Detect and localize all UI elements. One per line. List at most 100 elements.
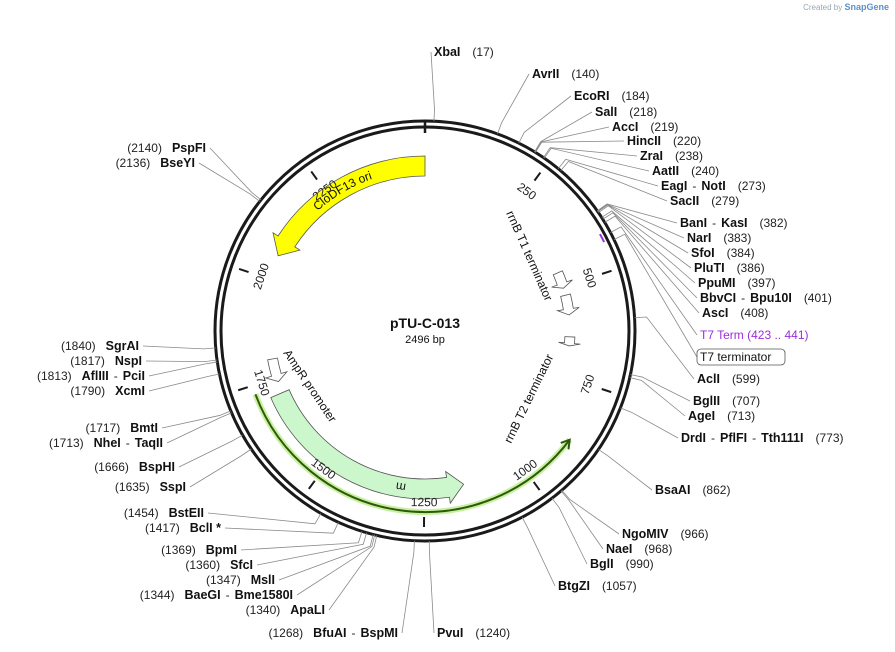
site-label: (1344)BaeGI-Bme1580I xyxy=(140,588,293,602)
site-leader-line xyxy=(604,215,700,314)
tick-label: 250 xyxy=(515,180,540,203)
site-label: (1713)NheI-TaqII xyxy=(49,436,163,450)
site-label: AgeI(713) xyxy=(688,409,755,423)
site-leader-line xyxy=(209,147,262,201)
site-leader-line xyxy=(198,162,260,202)
t7-terminator-box-label: T7 terminator xyxy=(700,350,771,364)
site-label: BsaAI(862) xyxy=(655,483,730,497)
site-leader-line xyxy=(240,531,363,551)
site-leader-line xyxy=(601,210,696,284)
site-leader-line xyxy=(328,535,378,611)
rrnb-t2-arrow xyxy=(558,336,581,347)
t7-terminator-box xyxy=(696,348,786,366)
site-label: BglII(707) xyxy=(693,394,760,408)
site-leader-line xyxy=(598,449,653,491)
site-leader-line xyxy=(224,522,339,534)
tick-label: 500 xyxy=(580,266,600,290)
tick-mark xyxy=(532,481,541,491)
rrnb-t1-label: rrnB T1 terminator xyxy=(503,209,555,303)
site-label: EcoRI(184) xyxy=(574,89,649,103)
site-label: HincII(220) xyxy=(627,134,701,148)
site-leader-line xyxy=(560,490,604,550)
site-leader-line xyxy=(597,204,689,254)
site-label: AatII(240) xyxy=(652,164,719,178)
site-leader-line xyxy=(629,377,686,417)
site-leader-line xyxy=(497,73,530,135)
site-label: EagI-NotI(273) xyxy=(661,179,766,193)
site-label: SfoI(384) xyxy=(691,246,755,260)
site-leader-line xyxy=(278,534,374,581)
site-labels: XbaI(17) AvrII(140) EcoRI(184) SalI(218)Acc… xyxy=(37,45,844,640)
site-label: (1813)AflIII-PciI xyxy=(37,369,145,383)
watermark-brand: SnapGene xyxy=(844,2,889,12)
site-label: (1454)BstEII xyxy=(124,506,204,520)
site-leader-line xyxy=(189,448,252,488)
ampr-promoter-arrow xyxy=(264,357,289,383)
site-leader-line xyxy=(534,111,593,153)
site-leader-line xyxy=(610,226,698,336)
tick-label: 2000 xyxy=(250,261,272,291)
site-label: AclI(599) xyxy=(697,372,760,386)
smr-strand-line xyxy=(254,393,571,513)
site-leader-line xyxy=(535,140,625,153)
site-label: PvuI(1240) xyxy=(437,626,510,640)
site-leader-line xyxy=(148,373,220,392)
plasmid-size: 2496 bp xyxy=(405,334,445,346)
site-leader-line xyxy=(518,95,572,144)
site-leader-line xyxy=(401,540,415,634)
site-label: (2136)BseYI xyxy=(116,156,195,170)
site-label: PluTI(386) xyxy=(694,261,765,275)
site-leader-line xyxy=(207,512,322,525)
site-leader-line xyxy=(602,212,698,299)
site-leader-line xyxy=(430,51,435,122)
site-label: BtgZI(1057) xyxy=(558,579,637,593)
smr-label: SmR xyxy=(0,0,407,495)
site-label: (2140)PspFI xyxy=(127,141,206,155)
site-label: NaeI(968) xyxy=(606,542,672,556)
site-leader-line xyxy=(148,361,218,377)
site-label: SacII(279) xyxy=(670,194,739,208)
plasmid-name: pTU-C-013 xyxy=(390,315,460,331)
site-leader-line xyxy=(296,534,376,596)
site-leader-line xyxy=(560,161,668,202)
site-label: (1360)SfcI xyxy=(185,558,253,572)
site-label: (1417)BclI * xyxy=(145,521,221,535)
site-leader-line xyxy=(557,158,659,187)
leader-lines xyxy=(142,51,700,634)
site-leader-line xyxy=(521,517,556,587)
site-label: SalI(218) xyxy=(595,105,657,119)
tick-mark xyxy=(601,269,612,275)
site-leader-line xyxy=(166,412,232,444)
site-leader-line xyxy=(145,359,218,363)
t7-term-mark xyxy=(599,233,606,243)
site-leader-line xyxy=(543,147,638,158)
cldf13-ori-arrow xyxy=(272,155,426,257)
smr-strand-arrowhead xyxy=(560,438,571,450)
site-label: AscI(408) xyxy=(702,306,768,320)
site-label: AvrII(140) xyxy=(532,67,599,81)
site-label: BglI(990) xyxy=(590,557,654,571)
site-leader-line xyxy=(178,434,243,468)
site-leader-line xyxy=(256,532,367,566)
site-label: AccI(219) xyxy=(612,120,678,134)
tick-label: 1250 xyxy=(411,495,438,509)
tick-mark xyxy=(310,170,318,181)
site-label: (1347)MslI xyxy=(206,573,275,587)
rrnb-t1-arrow-1 xyxy=(551,270,573,289)
site-leader-line xyxy=(630,374,691,402)
backbone-inner-strand xyxy=(219,125,631,537)
tick-mark xyxy=(533,171,542,182)
site-label: ZraI(238) xyxy=(640,149,703,163)
site-label: (1268)BfuAI-BspMI xyxy=(268,626,398,640)
site-label: XbaI(17) xyxy=(434,45,494,59)
site-label: BbvCI-Bpu10I(401) xyxy=(700,291,832,305)
site-label: (1340)ApaLI xyxy=(246,603,325,617)
site-leader-line xyxy=(142,345,216,350)
site-label: (1369)BpmI xyxy=(161,543,237,557)
t7-term-label: T7 Term (423 .. 441) xyxy=(700,328,809,342)
site-leader-line xyxy=(543,147,650,172)
site-leader-line xyxy=(620,407,679,439)
smr-arrow xyxy=(270,389,465,505)
